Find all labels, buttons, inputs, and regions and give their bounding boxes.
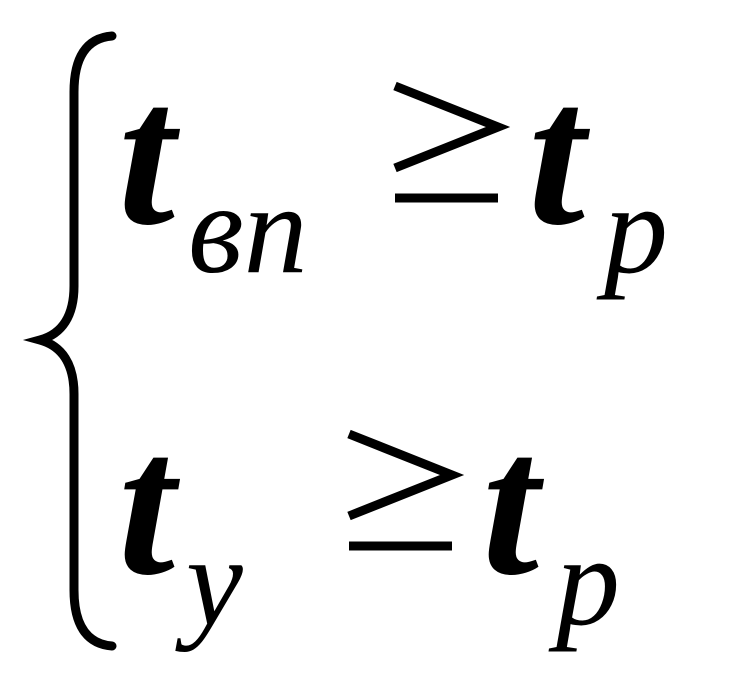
row2-rhs-variable: t [482, 391, 539, 618]
row2-lhs-subscript: у [186, 510, 243, 652]
row1-rhs-subscript: р [604, 158, 668, 300]
row2-geq-icon [347, 429, 465, 551]
row1-lhs-subscript: вп [188, 158, 308, 300]
row1-lhs-variable: t [118, 41, 175, 268]
row2-rhs-subscript: р [556, 510, 620, 652]
row1-rhs-variable: t [528, 41, 585, 268]
row1-geq-icon [393, 81, 511, 203]
row2-lhs-variable: t [118, 391, 175, 618]
